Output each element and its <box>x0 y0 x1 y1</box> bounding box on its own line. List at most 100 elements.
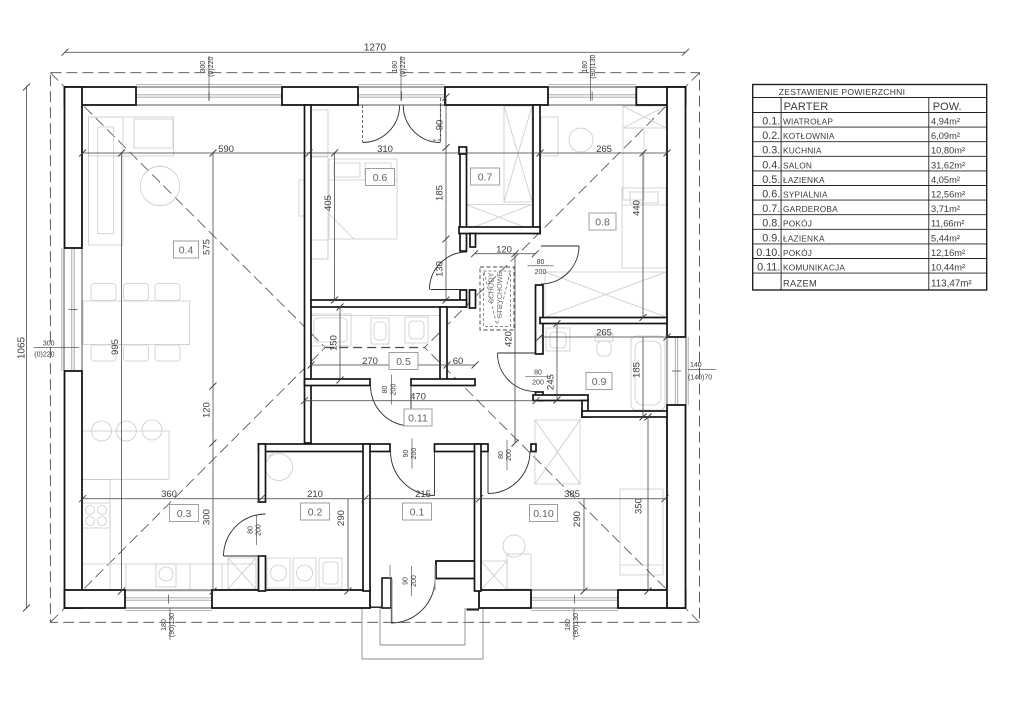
svg-text:SCHODY: SCHODY <box>487 272 496 303</box>
svg-text:200: 200 <box>391 384 398 396</box>
svg-text:90: 90 <box>403 450 410 458</box>
svg-text:270: 270 <box>362 356 378 367</box>
svg-text:113,47m²: 113,47m² <box>931 279 972 290</box>
svg-text:150: 150 <box>329 335 340 351</box>
svg-text:0.6.: 0.6. <box>762 189 780 201</box>
svg-text:(0)220: (0)220 <box>400 56 407 76</box>
svg-text:210: 210 <box>307 489 323 500</box>
svg-text:3,71m²: 3,71m² <box>931 204 960 214</box>
svg-text:0.4.: 0.4. <box>762 159 780 171</box>
svg-text:RAZEM: RAZEM <box>783 279 817 289</box>
svg-text:185: 185 <box>435 185 446 201</box>
svg-text:11,66m²: 11,66m² <box>931 219 964 229</box>
svg-text:6,09m²: 6,09m² <box>931 131 960 141</box>
svg-text:SALON: SALON <box>783 160 812 170</box>
svg-text:200: 200 <box>411 575 418 587</box>
svg-text:4,05m²: 4,05m² <box>931 175 960 185</box>
svg-text:(90)130: (90)130 <box>573 613 580 637</box>
svg-text:0.8: 0.8 <box>595 216 610 228</box>
svg-text:290: 290 <box>336 510 347 526</box>
svg-text:PARTER: PARTER <box>784 101 829 113</box>
svg-text:KOTŁOWNIA: KOTŁOWNIA <box>783 131 835 141</box>
svg-text:350: 350 <box>634 498 645 514</box>
svg-text:200: 200 <box>506 449 513 461</box>
svg-text:90: 90 <box>435 120 446 131</box>
svg-text:0.4: 0.4 <box>179 244 194 256</box>
svg-text:10,44m²: 10,44m² <box>931 263 965 273</box>
svg-text:5,44m²: 5,44m² <box>931 233 960 243</box>
svg-text:80: 80 <box>247 526 254 534</box>
svg-text:200: 200 <box>256 524 263 536</box>
svg-text:0.1.: 0.1. <box>762 116 780 128</box>
svg-text:0.5: 0.5 <box>396 356 411 368</box>
svg-text:575: 575 <box>202 239 213 255</box>
svg-text:12,16m²: 12,16m² <box>931 248 965 258</box>
svg-text:90: 90 <box>403 577 410 585</box>
svg-text:0.1: 0.1 <box>410 506 425 518</box>
svg-text:0.2: 0.2 <box>308 506 323 518</box>
svg-text:80: 80 <box>382 386 389 394</box>
svg-text:0.7.: 0.7. <box>762 203 780 215</box>
svg-text:405: 405 <box>323 195 334 211</box>
svg-text:385: 385 <box>564 489 580 500</box>
svg-text:360: 360 <box>161 489 177 500</box>
svg-text:80: 80 <box>537 259 545 266</box>
svg-text:120: 120 <box>496 244 512 255</box>
svg-text:KUCHNIA: KUCHNIA <box>783 146 822 156</box>
svg-text:180: 180 <box>392 61 399 73</box>
svg-text:1065: 1065 <box>17 336 28 359</box>
svg-text:215: 215 <box>415 489 431 500</box>
svg-text:180: 180 <box>582 61 589 73</box>
svg-text:WIATROŁAP: WIATROŁAP <box>783 117 833 127</box>
svg-text:290: 290 <box>572 511 583 527</box>
svg-text:POKÓJ: POKÓJ <box>783 248 812 258</box>
svg-text:0.11: 0.11 <box>408 412 428 424</box>
svg-text:0.9: 0.9 <box>592 376 607 388</box>
svg-text:1270: 1270 <box>364 43 387 54</box>
svg-text:0.9.: 0.9. <box>762 232 780 244</box>
svg-text:POKÓJ: POKÓJ <box>783 219 812 229</box>
svg-text:120: 120 <box>202 402 213 418</box>
svg-text:STRYCHOWE: STRYCHOWE <box>495 272 504 319</box>
svg-text:(140)70: (140)70 <box>688 375 712 382</box>
svg-text:ŁAZIENKA: ŁAZIENKA <box>783 175 825 185</box>
svg-text:KOMUNIKACJA: KOMUNIKACJA <box>783 263 845 273</box>
svg-text:(0)220: (0)220 <box>208 56 215 76</box>
svg-text:180: 180 <box>565 619 572 631</box>
svg-text:180: 180 <box>161 619 168 631</box>
svg-text:0.3: 0.3 <box>177 508 192 520</box>
svg-text:0.5.: 0.5. <box>762 174 780 186</box>
svg-text:80: 80 <box>534 370 542 377</box>
svg-text:300: 300 <box>202 509 213 525</box>
svg-text:0.3.: 0.3. <box>762 145 780 157</box>
svg-text:31,62m²: 31,62m² <box>931 160 965 170</box>
svg-text:140: 140 <box>690 362 702 369</box>
svg-text:590: 590 <box>218 144 234 155</box>
svg-text:265: 265 <box>596 328 612 339</box>
svg-text:(0)220: (0)220 <box>34 352 54 359</box>
svg-text:SYPIALNIA: SYPIALNIA <box>783 190 828 200</box>
svg-text:(90)130: (90)130 <box>169 613 176 637</box>
svg-text:80: 80 <box>498 451 505 459</box>
svg-text:0.10.: 0.10. <box>756 247 780 259</box>
svg-text:470: 470 <box>410 392 426 403</box>
svg-text:GARDEROBA: GARDEROBA <box>783 204 838 214</box>
svg-text:300: 300 <box>200 61 207 73</box>
svg-text:245: 245 <box>546 374 557 390</box>
svg-text:0.6: 0.6 <box>373 172 388 184</box>
svg-text:440: 440 <box>632 200 643 216</box>
svg-text:(90)130: (90)130 <box>590 55 597 79</box>
svg-text:265: 265 <box>596 144 612 155</box>
svg-text:185: 185 <box>632 362 643 378</box>
svg-text:10,80m²: 10,80m² <box>931 146 965 156</box>
svg-text:60: 60 <box>453 356 464 367</box>
svg-text:0.7: 0.7 <box>478 171 493 183</box>
svg-text:300: 300 <box>43 341 55 348</box>
svg-text:0.11.: 0.11. <box>757 262 780 274</box>
svg-text:ZESTAWIENIE POWIERZCHNI: ZESTAWIENIE POWIERZCHNI <box>779 87 906 97</box>
svg-text:0.8.: 0.8. <box>762 218 780 230</box>
svg-text:420: 420 <box>504 331 515 347</box>
svg-text:ŁAZIENKA: ŁAZIENKA <box>783 233 825 243</box>
svg-text:130: 130 <box>435 261 446 277</box>
svg-text:310: 310 <box>377 144 393 155</box>
